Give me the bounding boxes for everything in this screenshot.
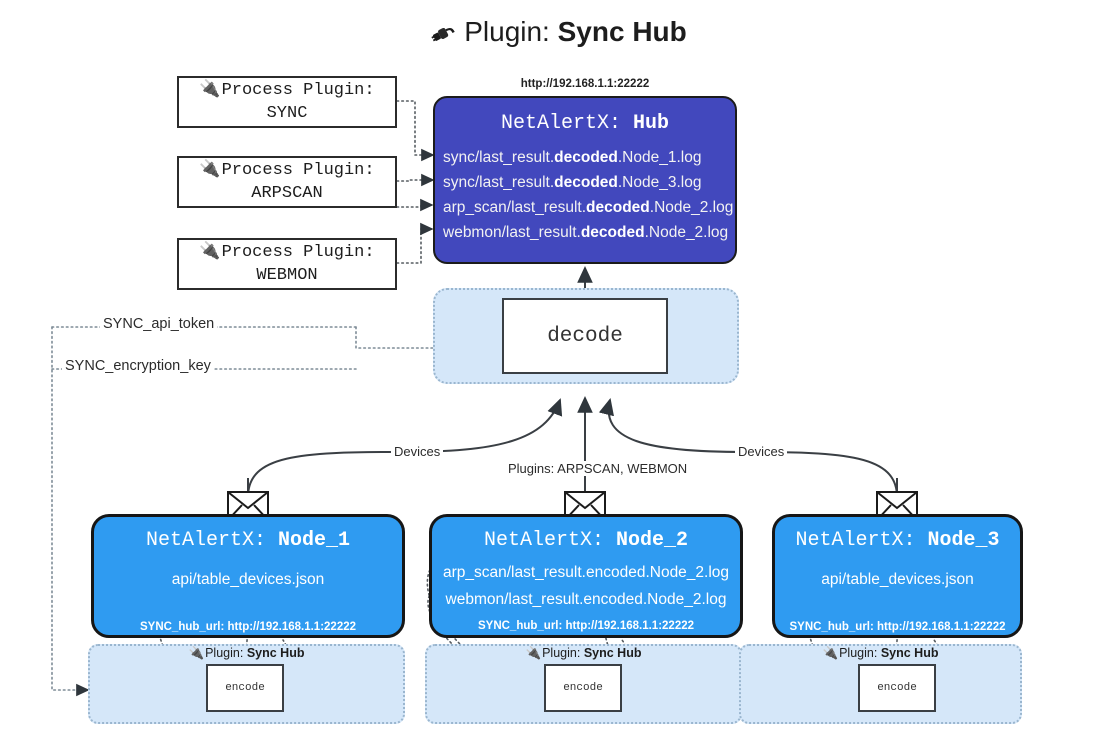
node-2[interactable]: NetAlertX: Node_2 arp_scan/last_result.e… bbox=[429, 514, 743, 638]
plug-icon: 🔌 bbox=[199, 241, 221, 261]
node-1-line: api/table_devices.json bbox=[171, 571, 325, 588]
hub-title: NetAlertX: Hub bbox=[500, 112, 670, 135]
process-plugin-arpscan[interactable]: 🔌Process Plugin: ARPSCAN bbox=[177, 156, 397, 208]
page-title-prefix: Plugin: bbox=[464, 16, 550, 47]
node-2-line: webmon/last_result.encoded.Node_2.log bbox=[445, 591, 727, 609]
process-plugin-webmon-line1: 🔌Process Plugin: bbox=[199, 241, 375, 263]
plug-icon: 🔌 bbox=[525, 646, 542, 660]
node-1-footer: SYNC_hub_url: http://192.168.1.1:22222 bbox=[139, 621, 357, 634]
sync-api-token-label: SYNC_api_token bbox=[100, 316, 218, 332]
edge-label-plugins: Plugins: ARPSCAN, WEBMON bbox=[505, 461, 691, 476]
node-3[interactable]: NetAlertX: Node_3 api/table_devices.json… bbox=[772, 514, 1023, 638]
process-plugin-webmon[interactable]: 🔌Process Plugin: WEBMON bbox=[177, 238, 397, 290]
node-2-line: arp_scan/last_result.encoded.Node_2.log bbox=[442, 564, 730, 581]
process-plugin-webmon-line2: WEBMON bbox=[256, 266, 318, 285]
plug-icon: 🔌 bbox=[188, 646, 205, 660]
process-plugin-arpscan-line1: 🔌Process Plugin: bbox=[199, 159, 375, 181]
node-3-line: api/table_devices.json bbox=[821, 571, 974, 588]
page-title: Plugin: Sync Hub bbox=[0, 16, 1117, 48]
node-1-title: NetAlertX: Node_1 bbox=[145, 529, 351, 552]
hub-log-line: sync/last_result.decoded.Node_3.log bbox=[443, 174, 702, 192]
decode-box[interactable]: decode bbox=[502, 298, 668, 374]
hub-log-line: arp_scan/last_result.decoded.Node_2.log bbox=[443, 199, 734, 217]
plug-icon bbox=[430, 17, 458, 48]
process-plugin-sync-line2: SYNC bbox=[266, 104, 308, 123]
plug-icon: 🔌 bbox=[199, 79, 221, 99]
hub-log-line: sync/last_result.decoded.Node_1.log bbox=[443, 149, 702, 166]
hub-url-label: http://192.168.1.1:22222 bbox=[520, 78, 650, 90]
node-3-title: NetAlertX: Node_3 bbox=[795, 529, 1000, 552]
edge-label-devices-right: Devices bbox=[735, 444, 788, 459]
plug-icon: 🔌 bbox=[822, 646, 839, 660]
encode-box-3[interactable]: encode bbox=[858, 664, 936, 712]
hub-node[interactable]: NetAlertX: Hub sync/last_result.decoded.… bbox=[433, 96, 737, 264]
node-2-title: NetAlertX: Node_2 bbox=[483, 529, 689, 552]
page-title-name: Sync Hub bbox=[557, 16, 687, 47]
encode-box-2[interactable]: encode bbox=[544, 664, 622, 712]
encoder-3-plugin-label: 🔌Plugin: Sync Hub bbox=[822, 646, 939, 660]
encode-box-1[interactable]: encode bbox=[206, 664, 284, 712]
edge-label-devices-left: Devices bbox=[391, 444, 444, 459]
hub-log-line: webmon/last_result.decoded.Node_2.log bbox=[443, 224, 729, 242]
process-plugin-sync[interactable]: 🔌Process Plugin: SYNC bbox=[177, 76, 397, 128]
encoder-1-plugin-label: 🔌Plugin: Sync Hub bbox=[188, 646, 305, 660]
process-plugin-sync-line1: 🔌Process Plugin: bbox=[199, 79, 375, 101]
hub-log-list: sync/last_result.decoded.Node_1.log sync… bbox=[435, 145, 735, 245]
node-3-footer: SYNC_hub_url: http://192.168.1.1:22222 bbox=[789, 621, 1006, 634]
node-2-footer: SYNC_hub_url: http://192.168.1.1:22222 bbox=[477, 620, 695, 633]
node-1[interactable]: NetAlertX: Node_1 api/table_devices.json… bbox=[91, 514, 405, 638]
process-plugin-arpscan-line2: ARPSCAN bbox=[251, 184, 323, 203]
encoder-2-plugin-label: 🔌Plugin: Sync Hub bbox=[525, 646, 642, 660]
sync-encryption-key-label: SYNC_encryption_key bbox=[62, 358, 214, 374]
plug-icon: 🔌 bbox=[199, 159, 221, 179]
